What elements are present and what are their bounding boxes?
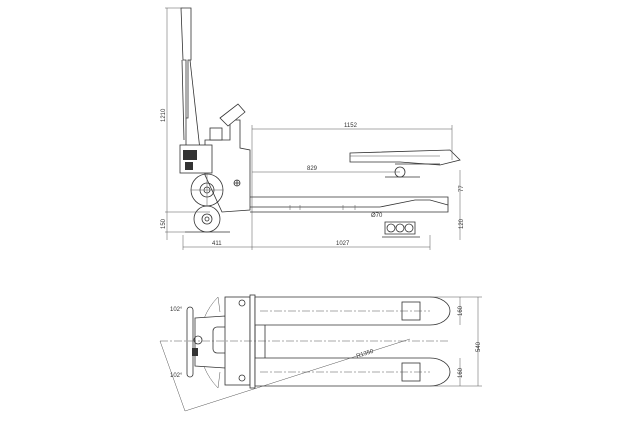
dim-steering-angle-top: 102° [170,307,183,313]
turning-radius-line [184,338,411,412]
dim-load-roller-diameter: Ø70 [371,213,383,219]
dim-fork-width-top: 160 [458,305,464,316]
dim-overall-width: 540 [476,341,482,352]
dim-front-length: 1027 [336,241,350,247]
side-view: 1210 1152 829 77 150 120 Ø70 411 1027 [161,7,465,250]
dim-fork-lift-height: 120 [459,218,465,229]
dim-fork-width-bottom: 160 [458,367,464,378]
dim-fork-length: 1152 [344,123,358,129]
dim-rear-length: 411 [212,241,222,247]
pump-body [179,103,251,213]
dim-overall-height: 1210 [161,108,167,122]
dim-fork-min-height: 77 [459,185,465,192]
top-view: 102° 102° R1350 160 540 160 [159,294,482,412]
fork-side [250,149,461,238]
fork-top-upper [254,296,451,326]
top-dimension-lines [430,296,482,387]
side-dimension-lines [165,7,461,250]
handle [180,7,201,151]
handle-bar-top [186,306,194,378]
dim-load-center: 829 [307,166,318,172]
dim-turning-radius: R1350 [356,349,375,360]
dim-handle-wheel-height: 150 [161,218,167,229]
dim-steering-angle-bottom: 102° [170,373,183,379]
steer-wheels [185,173,230,233]
